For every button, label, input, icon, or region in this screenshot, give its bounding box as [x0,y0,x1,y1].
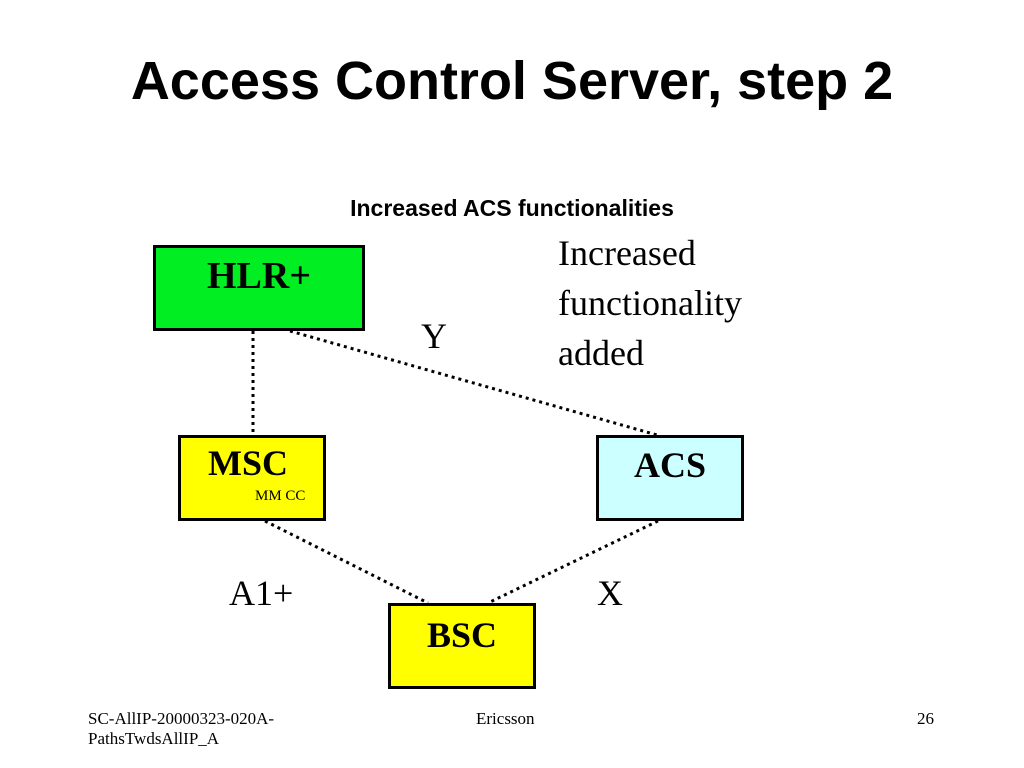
hlr-node: HLR+ [153,245,365,331]
link-msc-bsc [264,519,429,605]
msc-sublabel: MM CC [255,488,306,504]
acs-label: ACS [633,445,707,485]
msc-label: MSC [208,443,288,483]
slide-subtitle: Increased ACS functionalities [350,195,674,221]
edge-label-x: X [597,573,623,613]
slide-title: Access Control Server, step 2 [130,51,894,111]
hlr-label: HLR+ [207,255,311,297]
footer-document-id: SC-AllIP-20000323-020A-PathsTwdsAllIP_A [88,709,275,748]
bsc-node: BSC [388,603,536,689]
bsc-label: BSC [426,615,498,655]
msc-node: MSC MM CC [178,435,326,521]
edge-label-y: Y [421,316,447,356]
edge-label-a1: A1+ [229,573,294,613]
footer-page-number: 26 [917,709,934,728]
footer-company: Ericsson [476,709,535,728]
link-acs-bsc [487,519,659,605]
functionality-annotation: Increased functionality added [558,233,742,373]
link-hlr-acs [289,329,658,437]
acs-node: ACS [596,435,744,521]
